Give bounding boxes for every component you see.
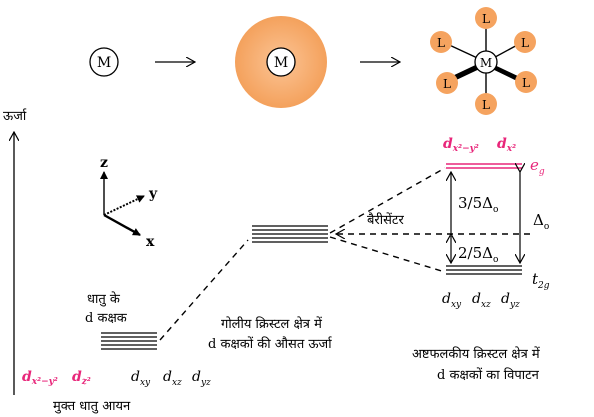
svg-text:L: L [437, 36, 445, 50]
spherical-field-ion: M [235, 16, 327, 108]
octahedral-caption-2: d कक्षकों का विपाटन [437, 367, 540, 383]
svg-text:dxy: dxy [442, 291, 462, 310]
eg-orbitals: dx²−y² dx² [443, 136, 516, 154]
spherical-caption-1: गोलीय क्रिस्टल क्षेत्र में [221, 316, 322, 332]
z-axis-label: z [100, 155, 108, 171]
t2g-levels [446, 265, 522, 275]
metal-label: M [97, 55, 111, 71]
spherical-levels [252, 225, 328, 243]
svg-text:dz²: dz² [72, 369, 91, 387]
dash-to-eg [329, 167, 446, 234]
svg-text:dyz: dyz [501, 291, 520, 310]
ligand-top: L [475, 7, 497, 29]
free-ion-caption-1: धातु के [87, 291, 121, 307]
free-ion-orbitals: dx²−y² dz² dxy dxz dyz [22, 369, 211, 388]
upper-split-label: 3/5Δo [458, 194, 498, 215]
svg-text:dxz: dxz [163, 369, 182, 388]
y-axis-label: y [148, 186, 158, 202]
svg-text:L: L [522, 76, 530, 90]
dash-free-to-spherical [159, 239, 249, 341]
free-ion-levels [101, 332, 157, 350]
svg-text:dyz: dyz [192, 369, 211, 388]
delta-label: Δo [533, 211, 549, 232]
free-metal-ion: M [89, 47, 119, 77]
dash-to-t2g [329, 236, 446, 273]
free-ion-label: मुक्त धातु आयन [53, 399, 131, 414]
eg-label: eg [530, 156, 545, 177]
ligand-lower-left: L [436, 72, 458, 94]
lower-split-label: 2/5Δo [458, 244, 498, 265]
t2g-label: t2g [532, 270, 550, 291]
ligand-lower-right: L [515, 71, 537, 93]
coordinate-axes: z y x [100, 155, 158, 250]
svg-text:dx²: dx² [497, 136, 516, 154]
spherical-caption-2: d कक्षकों की औसत ऊर्जा [208, 336, 333, 352]
free-ion-caption-2: d कक्षक [85, 311, 128, 326]
ligand-upper-left: L [430, 31, 452, 53]
svg-text:dxz: dxz [472, 291, 491, 310]
svg-text:dxy: dxy [131, 369, 151, 388]
energy-axis-label: ऊर्जा [3, 108, 27, 124]
svg-text:L: L [443, 77, 451, 91]
t2g-orbitals: dxy dxz dyz [442, 291, 520, 310]
barycentre-label: बैरीसेंटर [367, 212, 404, 228]
svg-text:L: L [482, 98, 490, 112]
octahedral-caption-1: अष्टफलकीय क्रिस्टल क्षेत्र में [412, 346, 540, 362]
svg-text:dx²−y²: dx²−y² [443, 136, 479, 154]
svg-text:dx²−y²: dx²−y² [22, 369, 58, 387]
metal-label-sphere: M [274, 55, 288, 71]
metal-label-complex: M [480, 56, 492, 70]
octahedral-complex: L L L L L L M [430, 7, 537, 115]
ligand-bottom: L [475, 93, 497, 115]
ligand-upper-right: L [514, 31, 536, 53]
svg-text:L: L [482, 12, 490, 26]
eg-levels [446, 163, 522, 169]
svg-text:L: L [521, 36, 529, 50]
x-axis-label: x [146, 234, 155, 250]
